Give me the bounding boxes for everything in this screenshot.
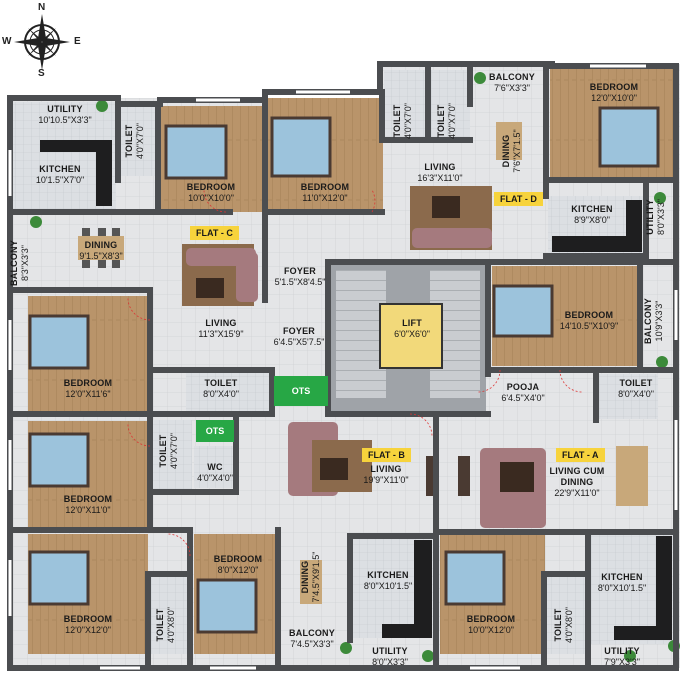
- ots-label-small: OTS: [196, 420, 234, 442]
- flat-a-tag: FLAT - A: [556, 448, 605, 462]
- windows: [8, 64, 678, 670]
- balcony-plants: [30, 72, 680, 662]
- flat-d-tag: FLAT - D: [494, 192, 543, 206]
- compass-s: S: [38, 68, 45, 79]
- compass-w: W: [2, 36, 12, 47]
- compass-e: E: [74, 36, 81, 47]
- door-swings: [127, 189, 583, 557]
- lift-core: [328, 262, 486, 412]
- flat-c-tag: FLAT - C: [190, 226, 239, 240]
- compass-icon: [14, 14, 70, 70]
- flat-b-tag: FLAT - B: [362, 448, 411, 462]
- ots-label: OTS: [274, 376, 328, 406]
- furniture: [28, 106, 660, 634]
- wet-areas: [12, 70, 674, 654]
- compass-n: N: [38, 2, 46, 13]
- walls: [7, 61, 679, 671]
- kitchen-counters: [40, 140, 672, 640]
